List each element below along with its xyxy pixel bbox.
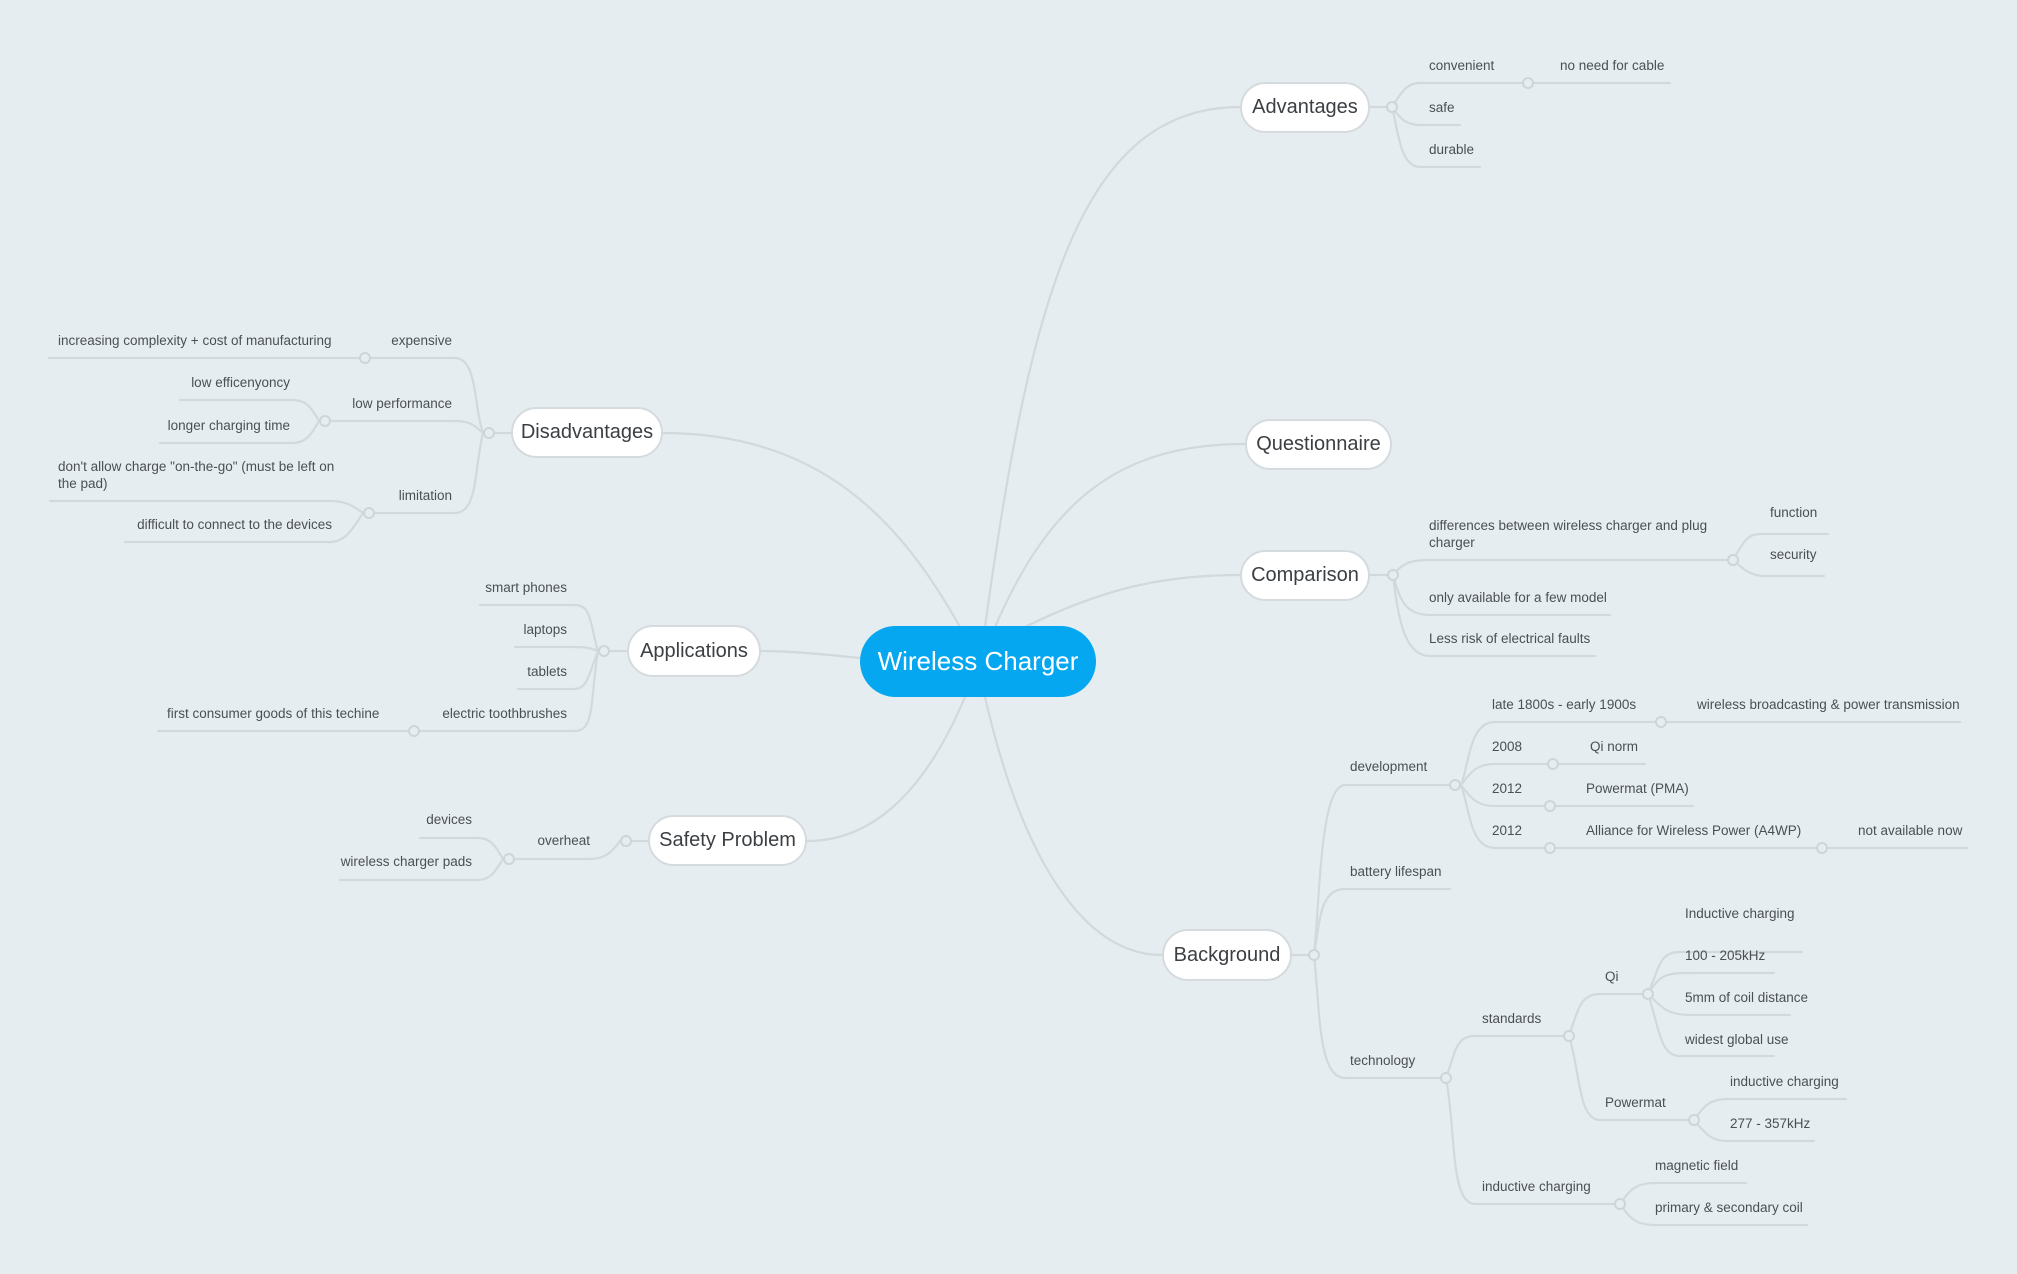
- topic-2008[interactable]: 2008: [1492, 739, 1523, 754]
- collapse-toggle-safety[interactable]: [620, 835, 632, 847]
- node-comparison[interactable]: Comparison: [1240, 550, 1370, 601]
- collapse-toggle-toothbrushes[interactable]: [408, 725, 420, 737]
- topic-qi-inductive-charging[interactable]: Inductive charging: [1685, 906, 1795, 921]
- topic-smart-phones[interactable]: smart phones: [485, 580, 567, 595]
- collapse-toggle-overheat[interactable]: [503, 853, 515, 865]
- topic-qi-global-use[interactable]: widest global use: [1685, 1032, 1789, 1047]
- collapse-toggle-convenient[interactable]: [1522, 77, 1534, 89]
- topic-low-performance[interactable]: low performance: [352, 396, 452, 411]
- collapse-toggle-inductive-charging[interactable]: [1614, 1198, 1626, 1210]
- topic-electric-toothbrushes[interactable]: electric toothbrushes: [442, 706, 567, 721]
- collapse-toggle-applications[interactable]: [598, 645, 610, 657]
- topic-expensive[interactable]: expensive: [391, 333, 452, 348]
- topic-standards[interactable]: standards: [1482, 1011, 1542, 1026]
- topic-on-the-go[interactable]: don't allow charge "on-the-go" (must be …: [58, 459, 335, 491]
- topic-durable[interactable]: durable: [1429, 142, 1475, 157]
- topic-safe[interactable]: safe: [1429, 100, 1455, 115]
- topic-powermat-frequency[interactable]: 277 - 357kHz: [1730, 1116, 1811, 1131]
- topic-longer-charging-time[interactable]: longer charging time: [167, 418, 290, 433]
- topic-security[interactable]: security: [1770, 547, 1817, 562]
- collapse-toggle-standards[interactable]: [1563, 1030, 1575, 1042]
- topic-qi-norm[interactable]: Qi norm: [1590, 739, 1639, 754]
- collapse-toggle-background[interactable]: [1308, 949, 1320, 961]
- node-safety-problem[interactable]: Safety Problem: [648, 815, 807, 866]
- topic-overheat[interactable]: overheat: [537, 833, 590, 848]
- topic-primary-secondary-coil[interactable]: primary & secondary coil: [1655, 1200, 1803, 1215]
- topic-battery-lifespan[interactable]: battery lifespan: [1350, 864, 1442, 879]
- topic-wireless-broadcasting[interactable]: wireless broadcasting & power transmissi…: [1697, 697, 1960, 712]
- collapse-toggle-late1800s[interactable]: [1655, 716, 1667, 728]
- topic-qi[interactable]: Qi: [1605, 969, 1619, 984]
- topic-function[interactable]: function: [1770, 505, 1818, 520]
- topic-laptops[interactable]: laptops: [523, 622, 567, 637]
- topic-limitation[interactable]: limitation: [398, 488, 452, 503]
- node-background[interactable]: Background: [1162, 929, 1292, 981]
- root-label: Wireless Charger: [877, 646, 1079, 676]
- topic-late-1800s[interactable]: late 1800s - early 1900s: [1492, 697, 1637, 712]
- node-label: Safety Problem: [659, 829, 796, 851]
- topic-less-risk[interactable]: Less risk of electrical faults: [1429, 631, 1591, 646]
- collapse-toggle-comparison[interactable]: [1387, 569, 1399, 581]
- topic-no-need-for-cable[interactable]: no need for cable: [1560, 58, 1665, 73]
- collapse-toggle-2012-pma[interactable]: [1544, 800, 1556, 812]
- topic-inductive-charging[interactable]: inductive charging: [1482, 1179, 1591, 1194]
- topic-convenient[interactable]: convenient: [1429, 58, 1495, 73]
- collapse-toggle-expensive[interactable]: [359, 352, 371, 364]
- topic-low-efficiency[interactable]: low efficenyoncy: [191, 375, 290, 390]
- topic-powermat[interactable]: Powermat: [1605, 1095, 1666, 1110]
- node-disadvantages[interactable]: Disadvantages: [511, 407, 663, 458]
- topic-development[interactable]: development: [1350, 759, 1428, 774]
- collapse-toggle-advantages[interactable]: [1386, 101, 1398, 113]
- root-node[interactable]: Wireless Charger: [860, 626, 1096, 697]
- collapse-toggle-differences[interactable]: [1727, 554, 1739, 566]
- collapse-toggle-2008[interactable]: [1547, 758, 1559, 770]
- topic-not-available-now[interactable]: not available now: [1858, 823, 1963, 838]
- node-label: Disadvantages: [520, 421, 654, 443]
- topic-few-model[interactable]: only available for a few model: [1429, 590, 1607, 605]
- topic-powermat-inductive-charging[interactable]: inductive charging: [1730, 1074, 1839, 1089]
- collapse-toggle-powermat[interactable]: [1688, 1114, 1700, 1126]
- topic-a4wp[interactable]: Alliance for Wireless Power (A4WP): [1586, 823, 1802, 838]
- collapse-toggle-low-performance[interactable]: [319, 415, 331, 427]
- node-applications[interactable]: Applications: [627, 625, 761, 677]
- node-questionnaire[interactable]: Questionnaire: [1245, 419, 1392, 470]
- collapse-toggle-technology[interactable]: [1440, 1072, 1452, 1084]
- collapse-toggle-disadvantages[interactable]: [483, 427, 495, 439]
- node-label: Advantages: [1252, 96, 1358, 118]
- topic-tablets[interactable]: tablets: [527, 664, 567, 679]
- topic-powermat-pma[interactable]: Powermat (PMA): [1586, 781, 1689, 796]
- collapse-toggle-a4wp[interactable]: [1816, 842, 1828, 854]
- topic-wireless-charger-pads[interactable]: wireless charger pads: [340, 854, 472, 869]
- collapse-toggle-2012-a4wp[interactable]: [1544, 842, 1556, 854]
- node-label: Comparison: [1251, 564, 1359, 586]
- collapse-toggle-development[interactable]: [1449, 779, 1461, 791]
- collapse-toggle-limitation[interactable]: [363, 507, 375, 519]
- topic-magnetic-field[interactable]: magnetic field: [1655, 1158, 1739, 1173]
- topic-first-consumer-goods[interactable]: first consumer goods of this techine: [167, 706, 380, 721]
- topic-qi-frequency[interactable]: 100 - 205kHz: [1685, 948, 1766, 963]
- topic-differences[interactable]: differences between wireless charger and…: [1429, 518, 1708, 550]
- topic-difficult-to-connect[interactable]: difficult to connect to the devices: [137, 517, 332, 532]
- node-label: Applications: [640, 639, 748, 662]
- topic-qi-coil-distance[interactable]: 5mm of coil distance: [1685, 990, 1809, 1005]
- topic-devices[interactable]: devices: [426, 812, 472, 827]
- topic-2012-a4wp[interactable]: 2012: [1492, 823, 1523, 838]
- topic-increasing-complexity[interactable]: increasing complexity + cost of manufact…: [58, 333, 332, 348]
- topic-2012-pma[interactable]: 2012: [1492, 781, 1523, 796]
- topic-technology[interactable]: technology: [1350, 1053, 1416, 1068]
- node-label: Questionnaire: [1256, 433, 1381, 455]
- node-advantages[interactable]: Advantages: [1240, 82, 1370, 133]
- collapse-toggle-qi[interactable]: [1642, 988, 1654, 1000]
- node-label: Background: [1173, 943, 1281, 966]
